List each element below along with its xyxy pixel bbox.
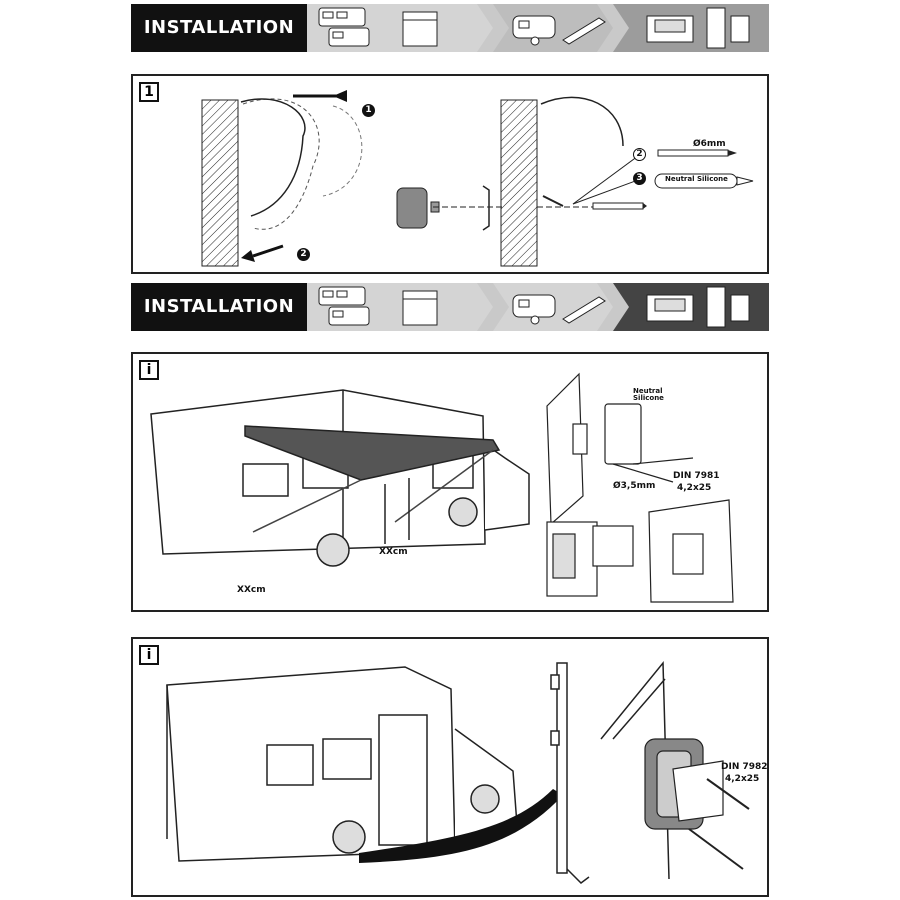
banner-step-icons [307,283,769,331]
screw-size-label: 4,2x25 [725,774,760,784]
step-1-illustration [201,90,754,267]
rail-icon [562,296,606,324]
door-bracket-drawing [644,738,750,870]
bracket-detail-drawing [546,372,734,603]
info-panel-door-bracket: i DIN 7982 4 [131,637,769,897]
bracket-icon [646,286,750,328]
wall-left [201,99,239,267]
silicone-tube-icon [654,173,754,189]
plate-icon [402,290,438,326]
motorhome-icon [318,286,370,326]
installation-banner-top: INSTALLATION [131,4,769,52]
info-panel-awning-brackets: i [131,352,769,612]
rail-icon [562,17,606,45]
end-cap [396,187,428,229]
zoom-swoosh [359,789,563,863]
motorhome-door-illustration [166,660,750,884]
sealant-label: Neutral Silicone [665,175,728,183]
measure-right-label: XXcm [379,547,408,557]
step-number: 1 [139,82,159,102]
motorhome-drawing [166,666,518,862]
motorhome-icon [318,7,370,47]
callout-2: 2 [297,248,310,261]
info-badge: i [139,645,159,665]
callout-1: 1 [362,104,375,117]
motorhome-awning-illustration [150,372,734,603]
banner-title: INSTALLATION [131,4,307,52]
plate-icon [402,11,438,47]
door-rail-drawing [550,662,590,884]
screw-spec-label: DIN 7982 [721,762,768,772]
sealant-label: Neutral Silicone [633,387,664,402]
screw-icon [592,202,647,210]
measure-left-label: XXcm [237,585,266,595]
callout-3-right: 3 [633,172,646,185]
installation-banner-bottom: INSTALLATION [131,283,769,331]
caravan-icon [512,294,556,325]
drill-size-label: Ø3,5mm [613,481,656,491]
banner-step-icons [307,4,769,52]
screw-size-label: 4,2x25 [677,483,712,493]
step-1-panel: 1 1 2 2 3 Ø6mm [131,74,769,274]
drill-bit-icon [657,149,737,157]
callout-2-right: 2 [633,148,646,161]
banner-title: INSTALLATION [131,283,307,331]
wall-right [500,99,538,267]
caravan-icon [512,15,556,46]
motorhome-drawing [150,389,530,567]
bracket-icon [646,7,750,49]
drill-size-label: Ø6mm [693,139,726,149]
info-badge: i [139,360,159,380]
screw-spec-label: DIN 7981 [673,471,720,481]
